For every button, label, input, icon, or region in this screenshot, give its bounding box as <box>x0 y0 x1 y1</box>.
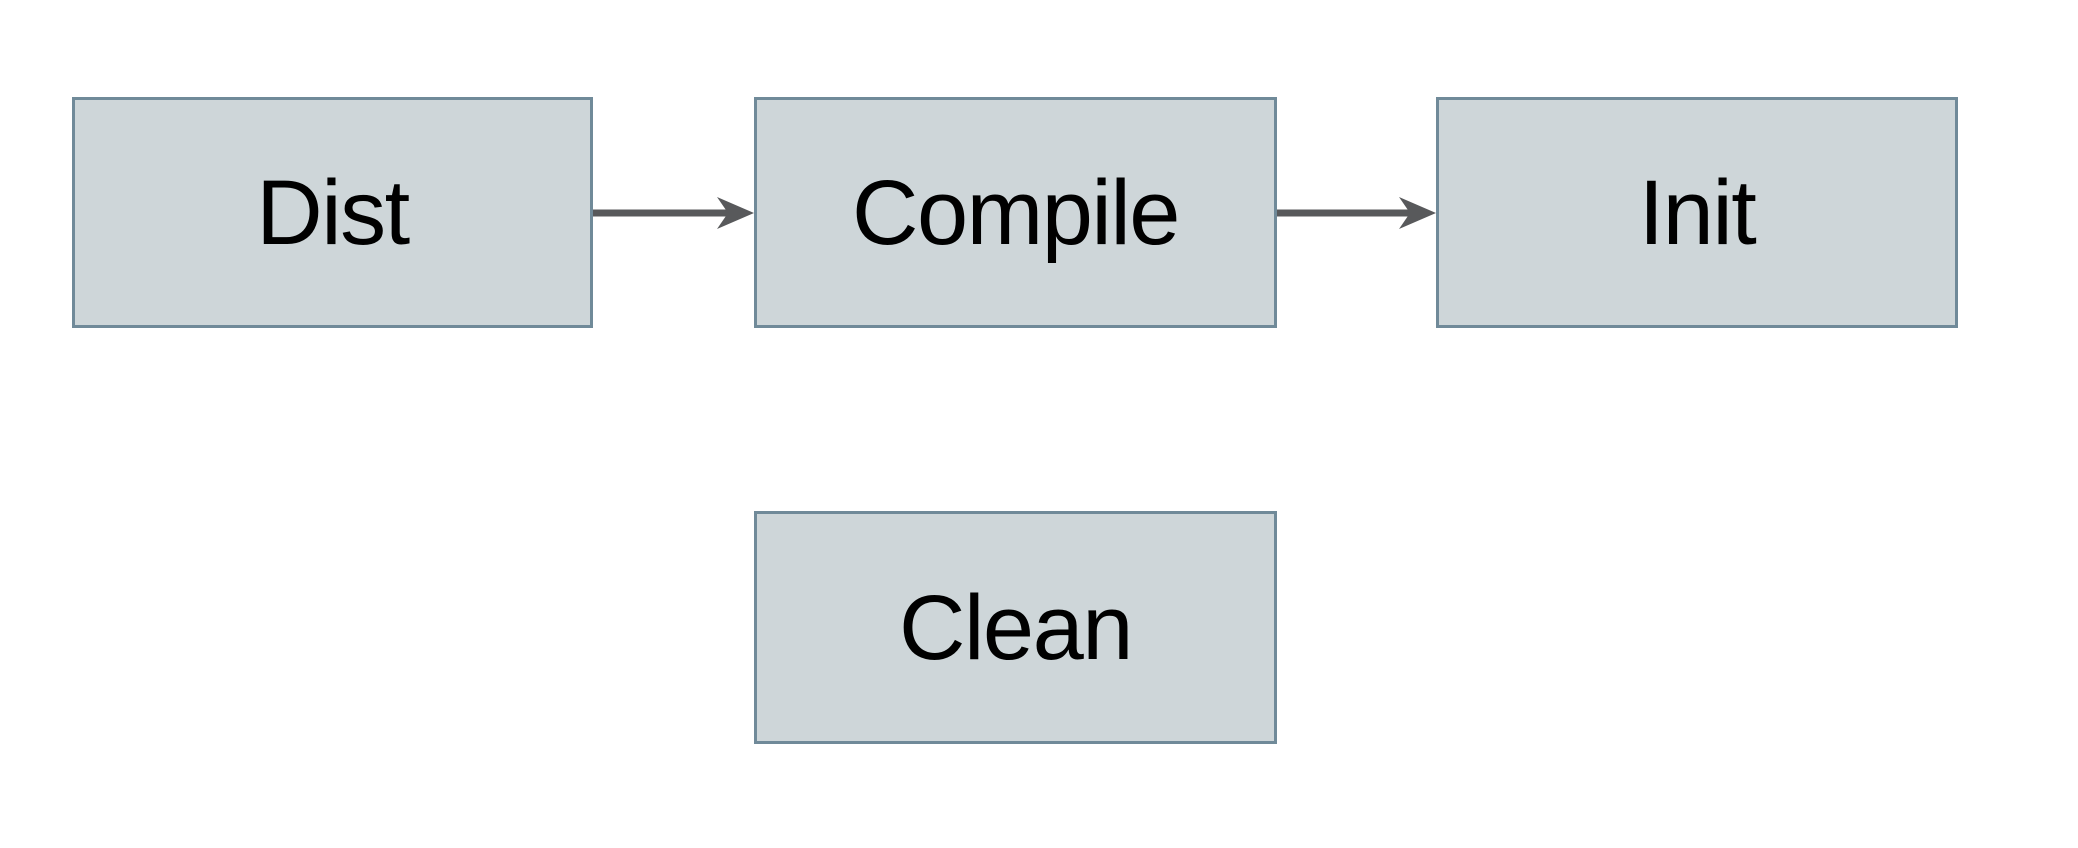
node-label: Compile <box>852 161 1180 264</box>
node-clean[interactable]: Clean <box>754 511 1277 744</box>
node-label: Dist <box>256 161 410 264</box>
node-init[interactable]: Init <box>1436 97 1958 328</box>
node-label: Init <box>1638 161 1757 264</box>
node-compile[interactable]: Compile <box>754 97 1277 328</box>
node-label: Clean <box>899 576 1133 679</box>
arrowhead-icon <box>1399 197 1436 229</box>
edge-dist-to-compile <box>593 197 754 229</box>
arrowhead-icon <box>717 197 754 229</box>
node-dist[interactable]: Dist <box>72 97 593 328</box>
edge-compile-to-init <box>1277 197 1436 229</box>
